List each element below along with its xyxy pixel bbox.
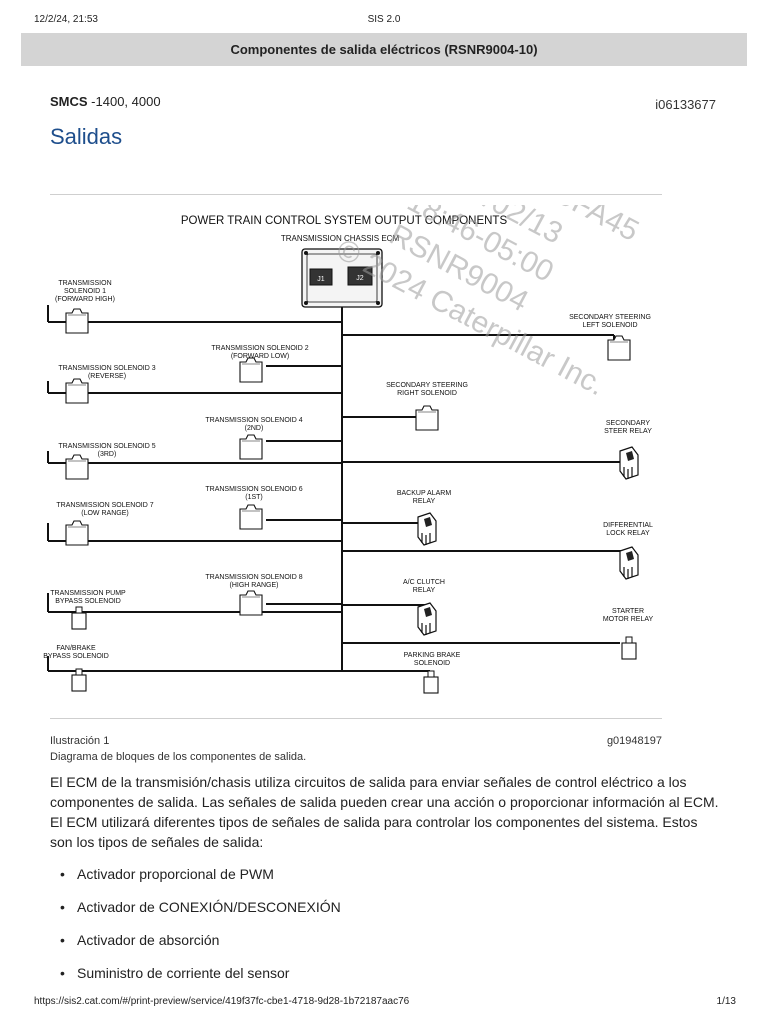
section-heading: Salidas — [50, 124, 123, 149]
wiring — [47, 305, 630, 672]
smcs-line: SMCS -1400, 4000 — [50, 94, 161, 109]
label-solenoid-5: TRANSMISSION SOLENOID 5(3RD) — [58, 443, 155, 458]
document-id: i06133677 — [655, 97, 716, 112]
solenoid-6-icon — [239, 504, 263, 530]
divider-top — [50, 194, 662, 195]
label-solenoid-3: TRANSMISSION SOLENOID 3(REVERSE) — [58, 365, 155, 380]
label-solenoid-2: TRANSMISSION SOLENOID 2(FORWARD LOW) — [211, 345, 308, 360]
sec-steer-left-solenoid-icon — [607, 335, 631, 361]
solenoid-3-icon — [65, 378, 89, 404]
print-url: https://sis2.cat.com/#/print-preview/ser… — [34, 996, 410, 1007]
list-item: Suministro de corriente del sensor — [50, 957, 690, 990]
label-solenoid-4: TRANSMISSION SOLENOID 4(2ND) — [205, 417, 302, 432]
starter-motor-relay-icon — [621, 636, 637, 660]
solenoid-2-icon — [239, 357, 263, 383]
smcs-label: SMCS — [50, 94, 88, 109]
list-item: Activador de absorción — [50, 924, 690, 957]
secondary-steer-relay-icon — [619, 446, 639, 480]
output-signal-types-list: Activador proporcional de PWM Activador … — [50, 858, 690, 990]
solenoid-4-icon — [239, 434, 263, 460]
solenoid-1-icon — [65, 308, 89, 334]
caption-label: Ilustración 1 — [50, 735, 110, 747]
output-components-diagram: POWER TRAIN CONTROL SYSTEM OUTPUT COMPON… — [40, 205, 670, 710]
page-number: 1/13 — [716, 996, 736, 1007]
ecm-connector-j2: J2 — [356, 275, 364, 282]
parking-brake-solenoid-icon — [423, 670, 439, 694]
ac-clutch-relay-icon — [417, 602, 437, 636]
ecm-module: J1 J2 — [301, 248, 383, 308]
solenoid-5-icon — [65, 454, 89, 480]
list-item: Activador proporcional de PWM — [50, 858, 690, 891]
document-title: Componentes de salida eléctricos (RSNR90… — [230, 42, 538, 57]
figure-id: g01948197 — [606, 735, 662, 747]
diagram-title: POWER TRAIN CONTROL SYSTEM OUTPUT COMPON… — [181, 215, 508, 227]
figure-caption: Ilustración 1 Diagrama de bloques de los… — [50, 733, 662, 765]
solenoid-7-icon — [65, 520, 89, 546]
ecm-label: TRANSMISSION CHASSIS ECM — [281, 234, 400, 243]
label-solenoid-8: TRANSMISSION SOLENOID 8(HIGH RANGE) — [205, 574, 302, 589]
label-solenoid-6: TRANSMISSION SOLENOID 6(1ST) — [205, 486, 302, 501]
differential-lock-relay-icon — [619, 546, 639, 580]
print-app-name: SIS 2.0 — [367, 14, 401, 25]
print-header: 12/2/24, 21:53 SIS 2.0 — [0, 14, 768, 28]
pump-bypass-solenoid-icon — [71, 606, 87, 630]
divider-bottom — [50, 718, 662, 719]
body-paragraph: El ECM de la transmisión/chasis utiliza … — [50, 774, 719, 850]
label-solenoid-7: TRANSMISSION SOLENOID 7(LOW RANGE) — [56, 502, 153, 517]
sec-steer-right-solenoid-icon — [415, 405, 439, 431]
diagram-svg: POWER TRAIN CONTROL SYSTEM OUTPUT COMPON… — [43, 205, 654, 694]
solenoid-8-icon — [239, 590, 263, 616]
backup-alarm-relay-icon — [417, 512, 437, 546]
smcs-codes: -1400, 4000 — [87, 94, 161, 109]
caption-text: Diagrama de bloques de los componentes d… — [50, 751, 307, 763]
ecm-connector-j1: J1 — [317, 276, 325, 283]
fan-brake-solenoid-icon — [71, 668, 87, 692]
list-item: Activador de CONEXIÓN/DESCONEXIÓN — [50, 891, 690, 924]
print-datetime: 12/2/24, 21:53 — [34, 14, 98, 25]
document-title-bar: Componentes de salida eléctricos (RSNR90… — [21, 33, 747, 66]
